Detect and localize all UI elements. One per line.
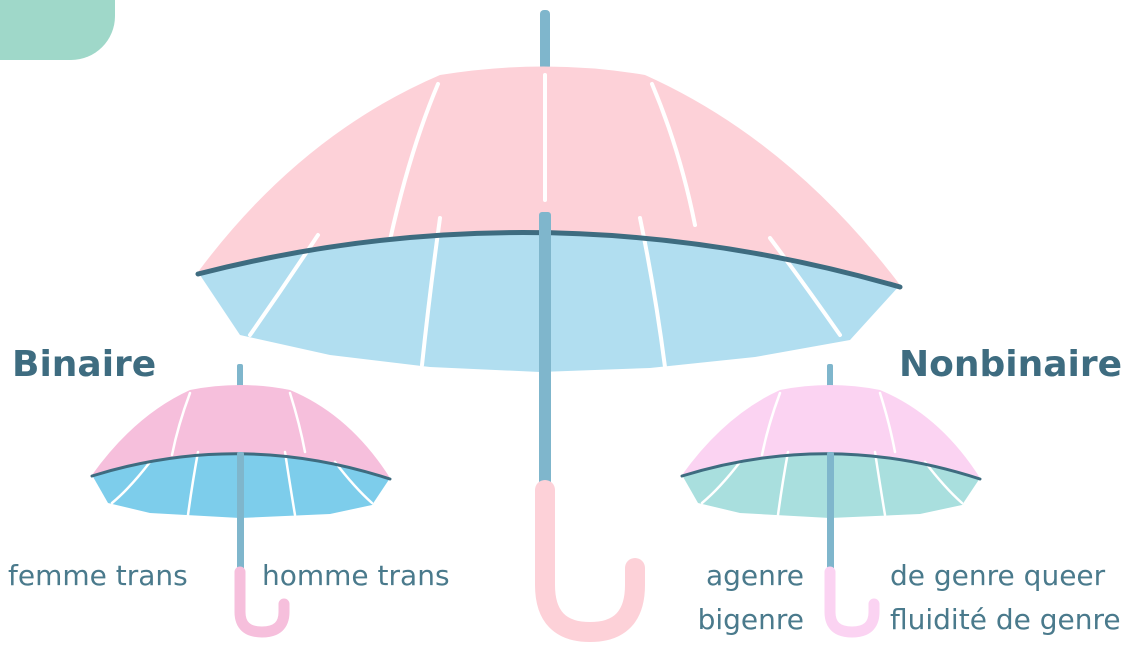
- label-bigenre: bigenre: [698, 602, 804, 638]
- label-agenre: agenre: [706, 558, 804, 594]
- label-fluidite-de-genre: fluidité de genre: [890, 602, 1121, 638]
- binary-heading: Binaire: [12, 340, 156, 390]
- label-de-genre-queer: de genre queer: [890, 558, 1105, 594]
- large-umbrella-icon: [198, 10, 900, 632]
- label-homme-trans: homme trans: [262, 558, 450, 594]
- nonbinary-heading: Nonbinaire: [899, 340, 1122, 390]
- label-femme-trans: femme trans: [8, 558, 188, 594]
